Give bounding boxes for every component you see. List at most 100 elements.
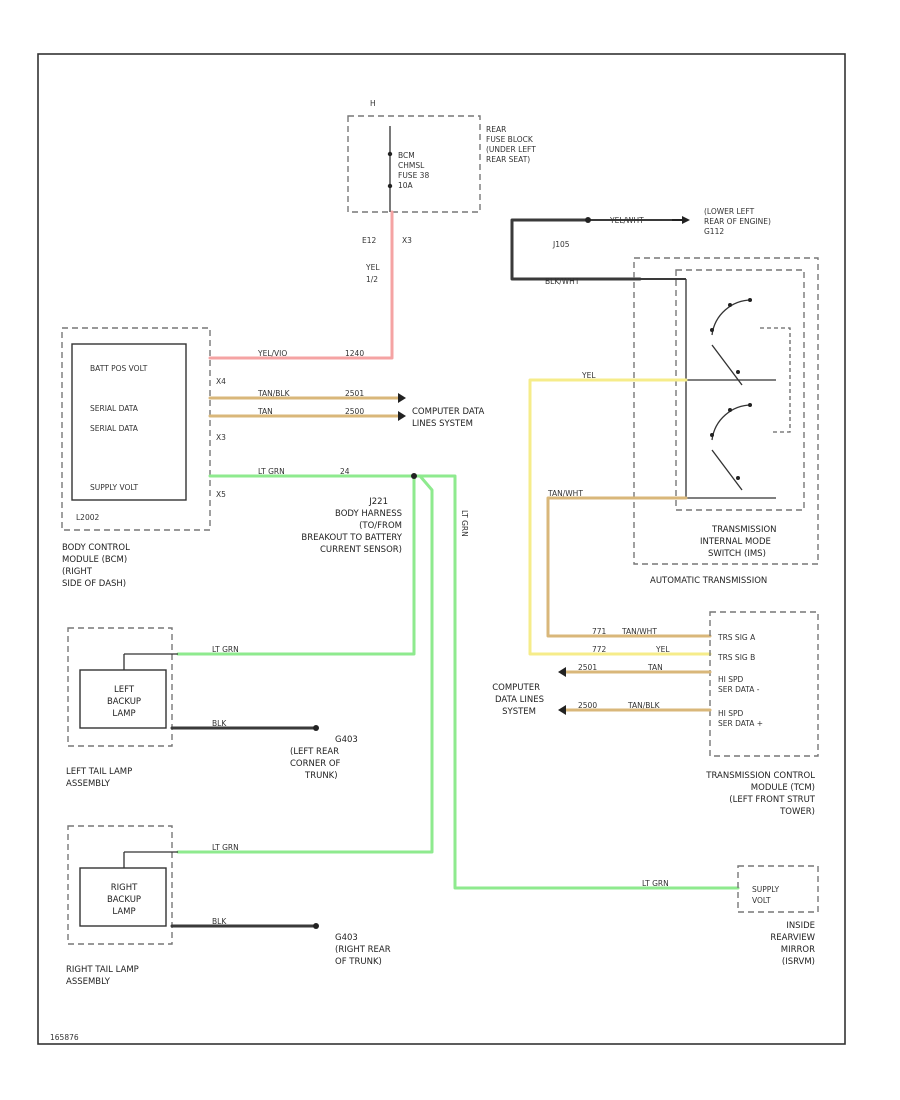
bcm-pin-serial-2: SERIAL DATA [90,424,139,433]
wire-batt-yel-vio [208,210,394,360]
svg-text:LINES SYSTEM: LINES SYSTEM [412,419,473,429]
left-lamp-ground-label: G403 (LEFT REAR CORNER OF TRUNK) [290,735,358,781]
wire-trs-sig-b-yel [528,378,712,656]
svg-text:ASSEMBLY: ASSEMBLY [66,977,111,987]
svg-text:SYSTEM: SYSTEM [502,707,536,717]
svg-text:BREAKOUT TO BATTERY: BREAKOUT TO BATTERY [301,533,402,543]
diagram-frame [37,53,846,1045]
svg-text:YEL: YEL [581,371,596,380]
svg-text:BACKUP: BACKUP [107,895,141,905]
wire-trs-sig-a-tan-wht [546,496,712,638]
splice-j105-label: J105 [552,240,570,249]
bcm-pin-batt: BATT POS VOLT [90,364,148,373]
right-tail-lamp: RIGHT BACKUP LAMP RIGHT TAIL LAMP ASSEMB… [66,825,178,987]
svg-text:MODULE (TCM): MODULE (TCM) [751,783,815,793]
left-backup-lamp-name: LEFT [114,685,135,695]
bcm-id: L2002 [76,513,99,522]
mirror-pin-supply: SUPPLY [752,885,779,894]
svg-text:(LEFT REAR: (LEFT REAR [290,747,339,757]
svg-text:(RIGHT REAR: (RIGHT REAR [335,945,391,955]
automatic-transmission-label: AUTOMATIC TRANSMISSION [650,576,767,586]
svg-text:MIRROR: MIRROR [781,945,815,955]
tcm-module: TRS SIG A TRS SIG B HI SPD SER DATA - HI… [705,611,819,817]
right-lamp-ground-label: G403 (RIGHT REAR OF TRUNK) [335,933,391,967]
svg-text:REARVIEW: REARVIEW [770,933,815,943]
svg-text:LT GRN: LT GRN [460,510,469,537]
svg-text:2501: 2501 [578,663,597,672]
fuse-block-label: REAR [486,125,506,134]
tcm-pin-hs-neg: HI SPD [718,675,744,684]
svg-text:LT GRN: LT GRN [258,467,285,476]
trans-mode-switch: TRANSMISSION INTERNAL MODE SWITCH (IMS) … [633,257,819,586]
svg-text:TAN: TAN [257,407,273,416]
engine-ground-wire2: BLK/WHT [545,277,580,286]
svg-text:LT GRN: LT GRN [212,645,239,654]
mirror-label: INSIDE [786,921,815,931]
tcm-pin-trs-b: TRS SIG B [717,653,755,662]
svg-text:FUSE BLOCK: FUSE BLOCK [486,135,534,144]
svg-text:REAR OF ENGINE): REAR OF ENGINE) [704,217,771,226]
svg-text:(UNDER LEFT: (UNDER LEFT [486,145,536,154]
svg-text:SER DATA +: SER DATA + [718,719,763,728]
svg-text:TRUNK): TRUNK) [304,771,338,781]
svg-text:BLK: BLK [212,917,227,926]
fuse-pin-label: E12 [362,236,377,245]
svg-text:SER DATA -: SER DATA - [718,685,760,694]
svg-text:BLK: BLK [212,719,227,728]
tcm-pin-hs-pos: HI SPD [718,709,744,718]
engine-ground-wire: YEL/WHT [609,216,644,225]
splice-j221-label: J221 BODY HARNESS (TO/FROM BREAKOUT TO B… [301,497,402,555]
svg-text:X4: X4 [216,377,226,386]
svg-text:LT GRN: LT GRN [212,843,239,852]
svg-text:YEL: YEL [655,645,670,654]
svg-text:MODULE (BCM): MODULE (BCM) [62,555,127,565]
tcm-pin-trs-a: TRS SIG A [717,633,756,642]
rear-fuse-block: H BCM CHMSL FUSE 38 10A REAR FUSE BLOCK … [347,99,536,284]
svg-text:TAN/WHT: TAN/WHT [547,489,583,498]
wire-right-lamp-lt-grn [176,474,434,854]
svg-text:ASSEMBLY: ASSEMBLY [66,779,111,789]
svg-text:2501: 2501 [345,389,364,398]
svg-text:771: 771 [592,627,607,636]
svg-text:(RIGHT: (RIGHT [62,567,93,577]
svg-text:G112: G112 [704,227,724,236]
bcm-pin-supply: SUPPLY VOLT [90,483,138,492]
tcm-label: TRANSMISSION CONTROL [705,771,815,781]
diagram-id-footer: 165876 [50,1033,79,1042]
svg-text:LAMP: LAMP [112,907,135,917]
fuse-hot-at-label: H [370,99,376,108]
svg-text:CORNER OF: CORNER OF [290,759,341,769]
svg-text:DATA LINES: DATA LINES [495,695,544,705]
fuse-name-label: BCM [398,151,415,160]
svg-text:BODY HARNESS: BODY HARNESS [335,509,402,519]
svg-text:LT GRN: LT GRN [642,879,669,888]
computer-data-lines-1: COMPUTER DATA [412,407,485,417]
svg-text:G403: G403 [335,735,358,745]
engine-ground-label: (LOWER LEFT [704,207,755,216]
engine-ground: YEL/WHT (LOWER LEFT REAR OF ENGINE) G112… [510,207,771,286]
right-backup-lamp-name: RIGHT [111,883,138,893]
svg-text:2500: 2500 [578,701,597,710]
svg-text:TAN: TAN [647,663,663,672]
bcm-label: BODY CONTROL [62,543,130,553]
computer-data-lines-2: COMPUTER [492,683,540,693]
left-tail-lamp-label: LEFT TAIL LAMP [66,767,132,777]
svg-text:(LEFT FRONT STRUT: (LEFT FRONT STRUT [729,795,816,805]
svg-text:10A: 10A [398,181,414,190]
svg-text:G403: G403 [335,933,358,943]
svg-text:X3: X3 [216,433,226,442]
svg-text:SIDE OF DASH): SIDE OF DASH) [62,579,126,589]
right-tail-lamp-label: RIGHT TAIL LAMP [66,965,139,975]
svg-text:CURRENT SENSOR): CURRENT SENSOR) [320,545,402,555]
ims-label: TRANSMISSION [711,525,777,535]
left-tail-lamp: LEFT BACKUP LAMP LEFT TAIL LAMP ASSEMBLY [66,627,178,789]
svg-text:(TO/FROM: (TO/FROM [359,521,402,531]
svg-text:TOWER): TOWER) [779,807,815,817]
svg-text:INTERNAL MODE: INTERNAL MODE [700,537,771,547]
fuse-wire-color: YEL [365,263,380,272]
inside-rearview-mirror: SUPPLY VOLT INSIDE REARVIEW MIRROR (ISRV… [737,865,819,967]
fuse-wire-size: 1/2 [366,275,378,284]
fuse-connector-label: X3 [402,236,412,245]
wire-left-lamp-lt-grn [176,474,416,656]
